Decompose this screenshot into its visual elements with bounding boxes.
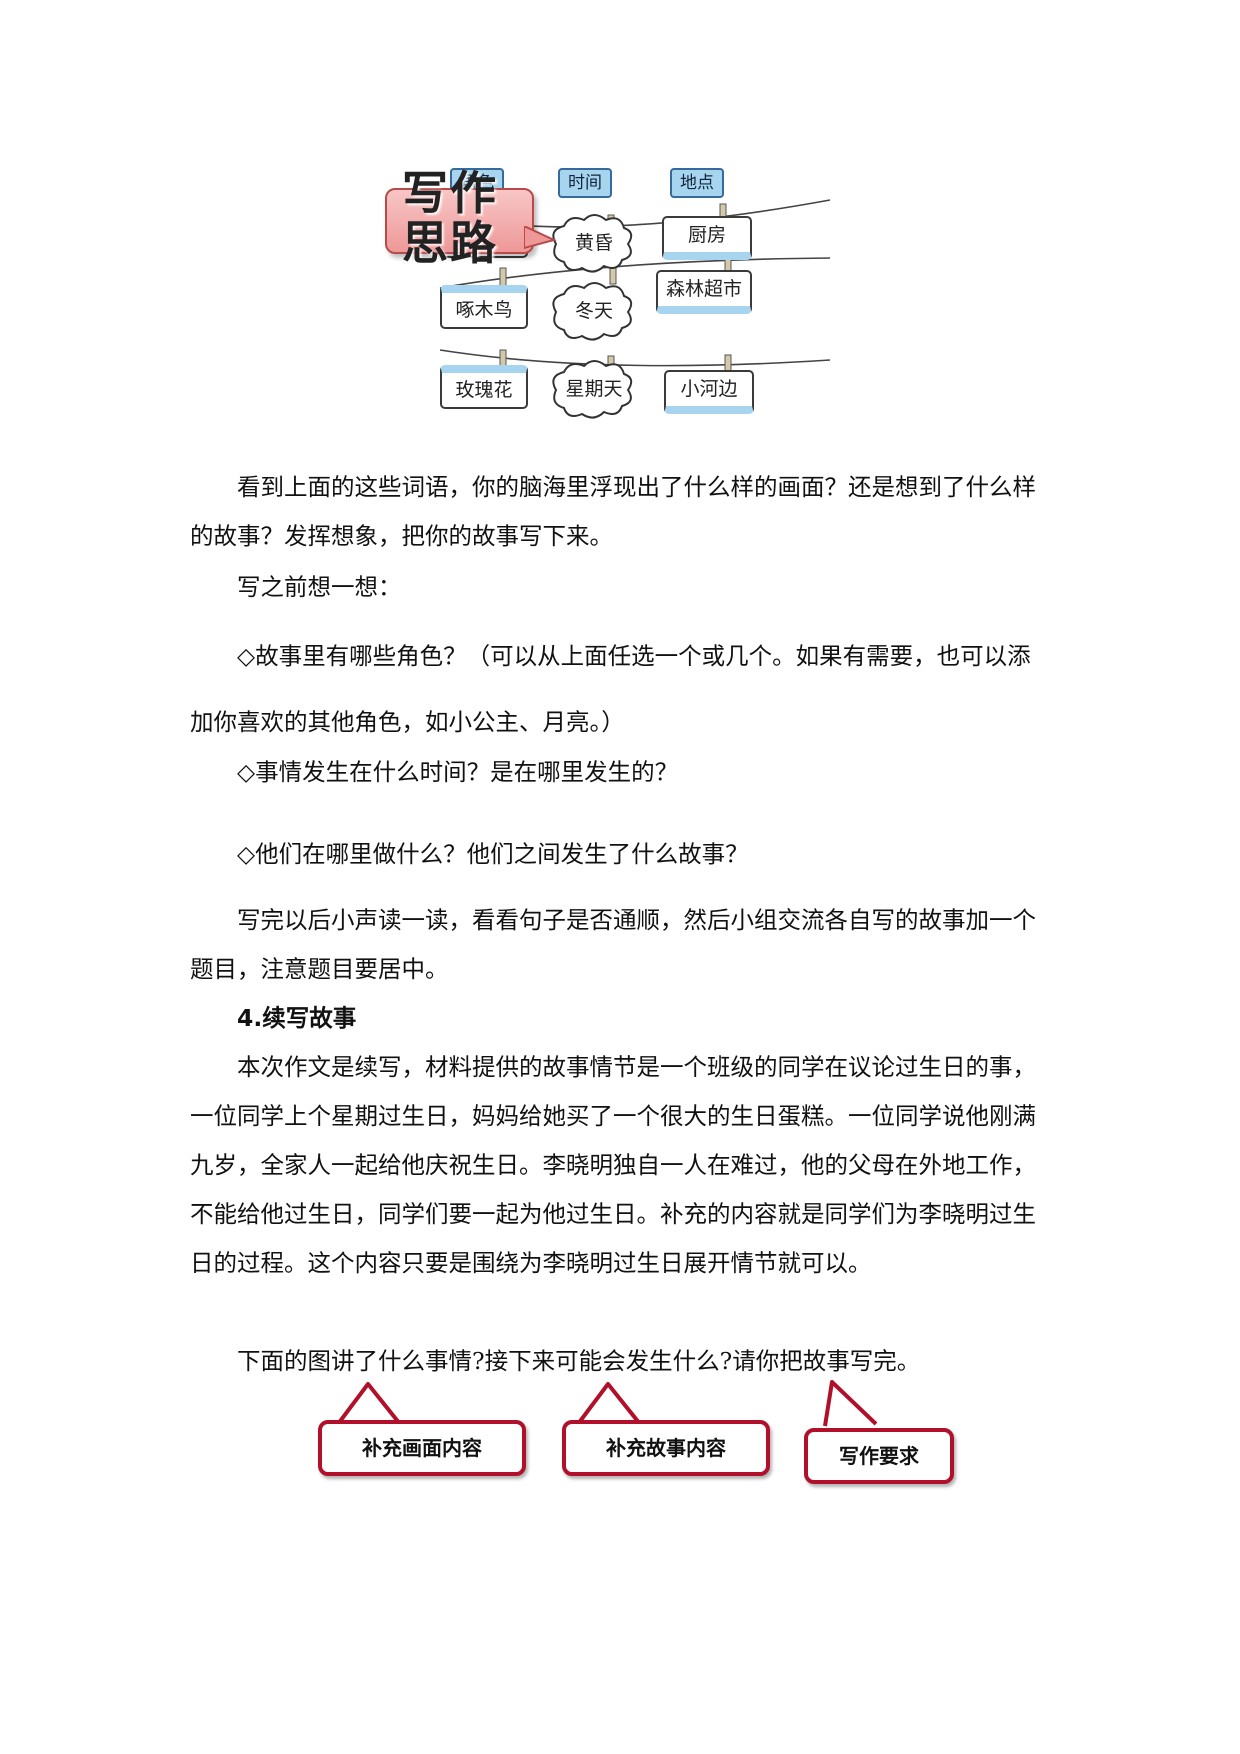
callout-writing-requirements: 写作要求 xyxy=(804,1428,954,1484)
tag-place-2: 森林超市 xyxy=(656,270,752,314)
header-time: 时间 xyxy=(558,168,612,198)
paragraph-after-writing: 写完以后小声读一读，看看句子是否通顺，然后小组交流各自写的故事加一个题目，注意题… xyxy=(190,906,1036,983)
paragraph-think: 写之前想一想： xyxy=(237,573,402,601)
paragraph-prompt: 下面的图讲了什么事情?接下来可能会发生什么?请你把故事写完。 xyxy=(237,1347,921,1375)
tag-role-2: 啄木鸟 xyxy=(440,285,528,329)
tag-place-1: 厨房 xyxy=(662,216,752,260)
callout-pointer xyxy=(524,226,557,250)
tag-time-3: 星期天 xyxy=(565,378,623,400)
tag-time-2: 冬天 xyxy=(574,300,613,322)
paragraph-intro: 看到上面的这些词语，你的脑海里浮现出了什么样的画面？还是想到了什么样的故事？发挥… xyxy=(190,473,1036,550)
tag-role-3: 玫瑰花 xyxy=(440,365,528,409)
tag-place-3: 小河边 xyxy=(664,370,754,414)
header-place: 地点 xyxy=(670,168,724,198)
section-heading-4: 4.续写故事 xyxy=(237,1004,357,1032)
callout-add-story-content: 补充故事内容 xyxy=(562,1420,770,1476)
paragraph-continuation: 本次作文是续写，材料提供的故事情节是一个班级的同学在议论过生日的事，一位同学上个… xyxy=(190,1053,1036,1277)
question-roles: ◇故事里有哪些角色？（可以从上面任选一个或几个。如果有需要，也可以添加你喜欢的其… xyxy=(190,623,1050,755)
question-what-happened: ◇他们在哪里做什么？他们之间发生了什么故事？ xyxy=(237,840,749,868)
question-time-place: ◇事情发生在什么时间？是在哪里发生的？ xyxy=(237,758,679,786)
callout-tails xyxy=(336,1380,878,1427)
question-roles-note: （可以从上面任选一个或几个。如果有需要，也可以添加你喜欢的其他角色，如小公主、月… xyxy=(190,642,1031,736)
tag-time-1: 黄昏 xyxy=(574,232,613,254)
callout-add-picture-content: 补充画面内容 xyxy=(318,1420,526,1476)
writing-ideas-callout-text: 写作思路 xyxy=(402,166,498,270)
writing-ideas-callout xyxy=(385,188,534,254)
question-roles-main: ◇故事里有哪些角色？ xyxy=(237,642,467,670)
